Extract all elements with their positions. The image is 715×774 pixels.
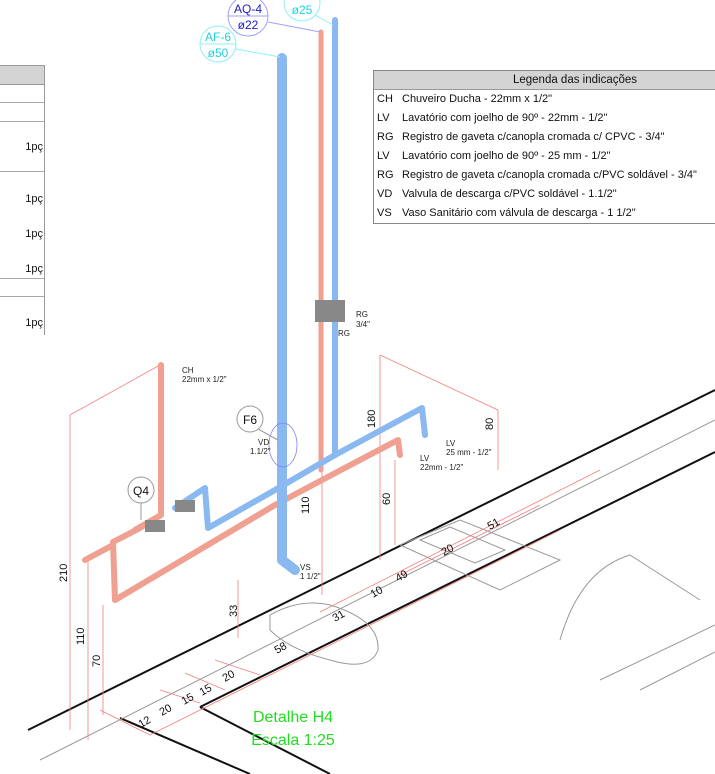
fixture-labels: CH 22mm x 1/2" VD 1.1/2" RG 3/4" RG LV 2… [182, 310, 492, 581]
label-rg: RG [356, 310, 368, 319]
legend-text: Chuveiro Ducha - 22mm x 1/2" [402, 93, 553, 105]
dimension-values: 210 110 70 33 110 60 180 80 10 49 20 51 … [58, 410, 502, 731]
tag-label: F6 [243, 413, 257, 427]
label-lv-size: 22mm - 1/2" [420, 463, 463, 472]
divider [0, 102, 44, 103]
legend-code: LV [377, 150, 390, 162]
dimension: 10 [369, 584, 386, 601]
quantity-cell: 1pç [25, 193, 43, 205]
detail-scale: Escala 1:25 [251, 732, 335, 749]
label-rg: RG [338, 329, 350, 338]
legend-row: LV Lavatório com joelho de 90º - 22mm - 1… [374, 109, 715, 128]
legend-row: VS Vaso Sanitário com válvula de descarga… [374, 204, 715, 223]
valves [145, 300, 345, 532]
tag-diameter: ø25 [292, 3, 313, 17]
divider [0, 278, 44, 279]
tag-name: AF-6 [205, 30, 231, 44]
dimension: 20 [158, 702, 175, 719]
legend-code: RG [377, 169, 394, 181]
legend-code: VS [377, 207, 392, 219]
label-lv-size: 25 mm - 1/2" [446, 448, 492, 457]
dimension: 58 [273, 640, 290, 657]
label-lv: LV [446, 439, 456, 448]
dimension: 33 [228, 605, 240, 617]
quantity-cell: 1pç [25, 141, 43, 153]
label-ch-size: 22mm x 1/2" [182, 375, 227, 384]
divider [0, 171, 44, 172]
tag-diameter: ø22 [238, 18, 259, 32]
legend-code: VD [377, 188, 393, 200]
legend-title: Legenda das indicações [374, 71, 715, 90]
divider [0, 296, 44, 297]
legend-row: RG Registro de gaveta c/canopla cromada c… [374, 128, 715, 147]
legend-row: CH Chuveiro Ducha - 22mm x 1/2" [374, 90, 715, 109]
fixtures-outline [39, 419, 715, 761]
legend-row: RG Registro de gaveta c/canopla cromada c… [374, 166, 715, 185]
label-vd-size: 1.1/2" [250, 447, 271, 456]
legend-text: Registro de gaveta c/canopla cromada c/P… [402, 169, 697, 181]
dimension: 60 [381, 493, 393, 505]
valve-icon [175, 500, 195, 512]
tag-f6: F6 [236, 405, 279, 441]
dimension: 49 [394, 568, 411, 585]
dimension: 12 [137, 714, 154, 731]
dimension-lines [69, 354, 601, 740]
legend-text: Lavatório com joelho de 90º - 22mm - 1/2… [402, 112, 608, 124]
legend-row: LV Lavatório com joelho de 90º - 25 mm - … [374, 147, 715, 166]
legend-text: Valvula de descarga c/PVC soldável - 1.1… [402, 188, 617, 200]
quantity-cell: 1pç [25, 263, 43, 275]
dimension: 15 [180, 691, 197, 708]
legend-code: RG [377, 131, 394, 143]
tag-af6: AF-6 ø50 [199, 25, 281, 63]
tag-aq4: AQ-4 ø22 [227, 0, 321, 37]
dimension: 15 [198, 682, 215, 699]
cold-water-pipes [172, 17, 428, 575]
label-vs: VS [300, 563, 311, 572]
dimension: 80 [484, 418, 496, 430]
dimension: 210 [58, 564, 70, 582]
detail-title: Detalhe H4 [253, 709, 333, 726]
tag-q4: Q4 [127, 476, 155, 520]
hot-water-pipes [82, 29, 403, 603]
legend-row: VD Valvula de descarga c/PVC soldável - 1… [374, 185, 715, 204]
label-vs-size: 1 1/2" [300, 572, 321, 581]
dimension: 20 [221, 668, 238, 685]
dimension: 110 [300, 496, 312, 514]
legend-text: Registro de gaveta c/canopla cromada c/ … [402, 131, 665, 143]
legend-code: LV [377, 112, 390, 124]
tag-top: ø25 [283, 0, 334, 26]
label-rg-size: 3/4" [356, 320, 370, 329]
dimension: 31 [331, 608, 348, 625]
label-lv: LV [420, 454, 430, 463]
dimension: 70 [91, 655, 103, 667]
dimension: 20 [440, 542, 457, 559]
dimension: 180 [366, 410, 378, 428]
legend-text: Lavatório com joelho de 90º - 25 mm - 1/… [402, 150, 611, 162]
dimension: 51 [486, 516, 503, 533]
quantity-cell: 1pç [25, 317, 43, 329]
tag-diameter: ø50 [208, 46, 229, 60]
tag-name: AQ-4 [234, 2, 262, 16]
legend-table: Legenda das indicações CH Chuveiro Ducha … [373, 70, 715, 224]
legend-code: CH [377, 93, 393, 105]
quantity-table-header [0, 65, 44, 85]
tag-label: Q4 [133, 484, 149, 498]
flush-valve-icon [268, 422, 298, 468]
quantity-table: 1pç 1pç 1pç 1pç 1pç [0, 65, 45, 335]
walls [27, 389, 715, 774]
legend-text: Vaso Sanitário com válvula de descarga -… [402, 207, 636, 219]
label-ch: CH [182, 366, 194, 375]
valve-icon [315, 300, 345, 322]
label-vd: VD [258, 438, 269, 447]
dimension: 110 [75, 627, 87, 645]
quantity-cell: 1pç [25, 228, 43, 240]
divider [0, 121, 44, 122]
valve-icon [145, 520, 165, 532]
